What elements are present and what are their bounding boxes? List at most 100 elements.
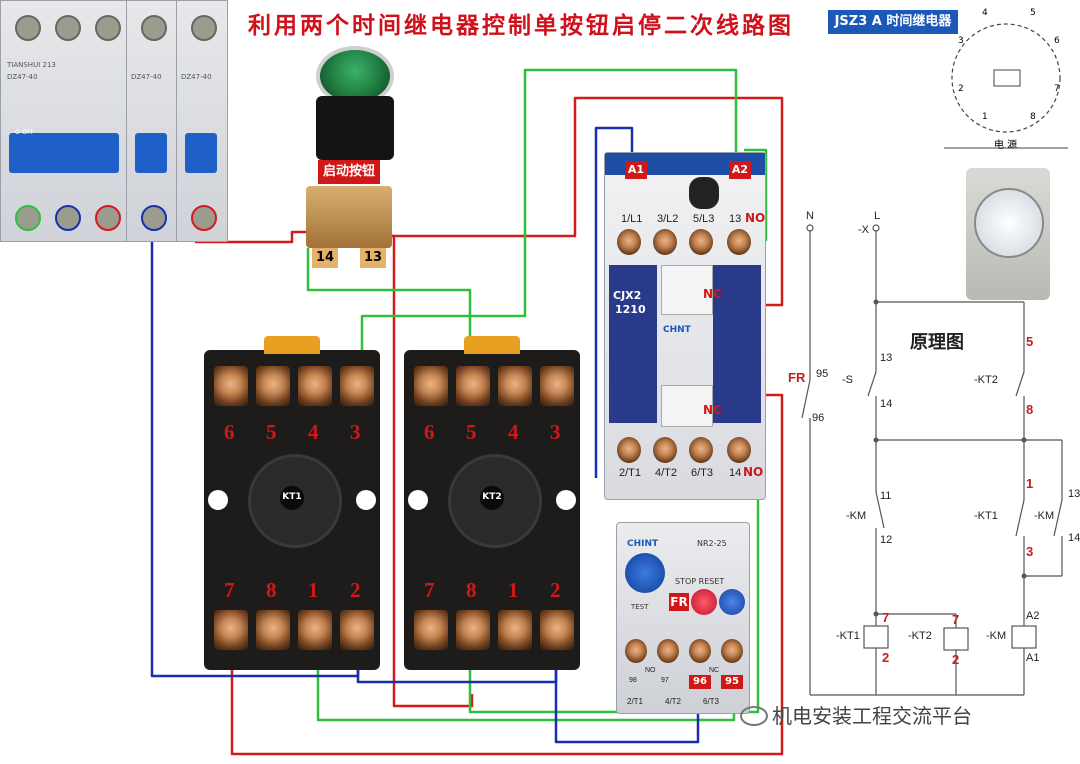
kt1-screw-7 bbox=[214, 610, 248, 650]
contactor-model-b: 1210 bbox=[615, 303, 646, 316]
start-button-body bbox=[316, 96, 394, 160]
kt2-pin-1: 1 bbox=[508, 578, 519, 602]
time-relay-dial[interactable] bbox=[974, 188, 1044, 258]
kt1-pin-4: 4 bbox=[308, 420, 319, 444]
kt1-latch bbox=[264, 336, 320, 354]
km-no-blade bbox=[1053, 499, 1063, 537]
pin-2: 2 bbox=[958, 84, 964, 94]
contactor-aux-upper bbox=[661, 265, 713, 315]
contactor-left-panel bbox=[609, 265, 657, 423]
breaker-switch-label: O-OFF bbox=[15, 129, 34, 136]
sch-n-label: N bbox=[806, 210, 814, 222]
kt2-screw-8 bbox=[456, 610, 490, 650]
thermal-reset-button[interactable] bbox=[719, 589, 745, 615]
sch-coil-kt1-2: 2 bbox=[882, 650, 890, 665]
kt2-screw-4 bbox=[498, 366, 532, 406]
kt1-pin-5: 5 bbox=[266, 420, 277, 444]
coil-km bbox=[1011, 625, 1037, 649]
thermal-bottom-t3: 6/T3 bbox=[703, 697, 720, 706]
page-title: 利用两个时间继电器控制单按钮启停二次线路图 bbox=[248, 13, 794, 39]
circuit-breaker-3p: TIANSHUI 213 DZ47-40 O-OFF bbox=[0, 0, 128, 242]
contactor-right-panel bbox=[713, 265, 761, 423]
thermal-dial[interactable] bbox=[625, 553, 665, 593]
kt1-screw-2 bbox=[340, 610, 374, 650]
kt2-screw-6 bbox=[414, 366, 448, 406]
contactor-screw-l3 bbox=[689, 229, 713, 255]
contactor-aux-lower bbox=[661, 385, 713, 427]
sch-km-11: 11 bbox=[880, 490, 892, 502]
kt1-switch-blade bbox=[1015, 499, 1025, 537]
sch-coil-kt2-7: 7 bbox=[952, 612, 960, 627]
contactor-bottom-no: NO bbox=[743, 465, 764, 479]
contactor-indicator bbox=[689, 177, 719, 209]
kt1-pin-6: 6 bbox=[224, 420, 235, 444]
button-terminal-14: 14 bbox=[312, 248, 338, 268]
circuit-breaker-1p-a: DZ47-40 bbox=[126, 0, 178, 242]
kt1-mount-hole-right bbox=[356, 490, 376, 510]
kt1-mount-hole-left bbox=[208, 490, 228, 510]
thermal-label-96: 96 bbox=[689, 675, 711, 689]
breaker-handle[interactable] bbox=[9, 133, 119, 173]
button-terminal-13: 13 bbox=[360, 248, 386, 268]
pin-5: 5 bbox=[1030, 8, 1036, 18]
breaker-terminal-bottom-1 bbox=[15, 205, 41, 231]
contactor-screw-14 bbox=[727, 437, 751, 463]
contactor-screw-t2 bbox=[653, 437, 677, 463]
kt2-latch bbox=[464, 336, 520, 354]
thermal-screw-96 bbox=[689, 639, 711, 663]
kt1-pin-7: 7 bbox=[224, 578, 235, 602]
kt2-screw-2 bbox=[540, 610, 574, 650]
thermal-stop-button[interactable] bbox=[691, 589, 717, 615]
contactor-brand: CHNT bbox=[663, 325, 691, 335]
wire-green-3 bbox=[360, 68, 738, 378]
sch-coil-km-label: -KM bbox=[986, 630, 1007, 642]
kt2-screw-1 bbox=[498, 610, 532, 650]
kt1-screw-4 bbox=[298, 366, 332, 406]
kt2-pin-4: 4 bbox=[508, 420, 519, 444]
contactor-screw-13 bbox=[727, 229, 751, 255]
km-nc-blade bbox=[875, 491, 885, 529]
thermal-relay-body: CHINT NR2-25 STOP RESET FR TEST 98 97 NO… bbox=[616, 522, 750, 714]
s-switch-blade bbox=[867, 371, 877, 397]
breaker-handle-3[interactable] bbox=[185, 133, 217, 173]
sch-km-label: -KM bbox=[846, 510, 867, 522]
breaker-model-2: DZ47-40 bbox=[131, 73, 162, 81]
sch-kt1-3: 3 bbox=[1026, 544, 1034, 559]
junction-right-lower bbox=[1021, 573, 1027, 579]
l-terminal bbox=[872, 224, 880, 232]
pin-7: 7 bbox=[1054, 84, 1060, 94]
sch-coil-kt1-7: 7 bbox=[882, 610, 890, 625]
circuit-breaker-1p-b: DZ47-40 bbox=[176, 0, 228, 242]
kt1-relay-base: 6 5 4 3 KT1 7 8 1 2 bbox=[204, 336, 380, 670]
breaker-model-3: DZ47-40 bbox=[181, 73, 212, 81]
wire-red-2 bbox=[380, 96, 784, 307]
fr-blade bbox=[801, 379, 811, 419]
breaker-terminal-top-1 bbox=[15, 15, 41, 41]
breaker-terminal-bottom-2 bbox=[55, 205, 81, 231]
pin-8: 8 bbox=[1030, 112, 1036, 122]
contactor-screw-t3 bbox=[689, 437, 713, 463]
kt2-pin-2: 2 bbox=[550, 578, 561, 602]
sch-km-no-13: 13 bbox=[1068, 488, 1080, 500]
kt2-socket-hole bbox=[480, 486, 504, 510]
thermal-fr-label: FR bbox=[669, 593, 689, 611]
kt2-screw-5 bbox=[456, 366, 490, 406]
coil-label-a2: A2 bbox=[729, 161, 751, 179]
kt1-screw-6 bbox=[214, 366, 248, 406]
kt2-name: KT2 bbox=[482, 492, 502, 502]
pin-power-label: 电 源 bbox=[994, 140, 1018, 151]
breaker-brand-1: TIANSHUI 213 bbox=[7, 61, 56, 69]
kt1-screw-1 bbox=[298, 610, 332, 650]
pin-1: 1 bbox=[982, 112, 988, 122]
sch-kt2-5: 5 bbox=[1026, 334, 1034, 349]
contactor-screw-t1 bbox=[617, 437, 641, 463]
breaker-model-1: DZ47-40 bbox=[7, 73, 38, 81]
breaker-terminal-bottom-3 bbox=[95, 205, 121, 231]
thermal-aux-no: NO bbox=[645, 667, 656, 674]
breaker-handle-2[interactable] bbox=[135, 133, 167, 173]
contactor-top-l3: 5/L3 bbox=[693, 213, 715, 225]
kt2-screw-3 bbox=[540, 366, 574, 406]
coil-label-a1: A1 bbox=[625, 161, 647, 179]
n-terminal bbox=[806, 224, 814, 232]
kt1-pin-1: 1 bbox=[308, 578, 319, 602]
